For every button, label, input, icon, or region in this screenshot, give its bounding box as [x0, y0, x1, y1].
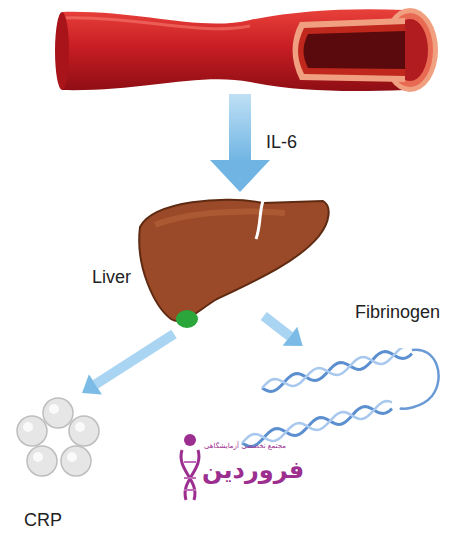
crp-node: CRP: [10, 395, 110, 535]
il6-arrow: [210, 94, 270, 192]
liver-shape: [135, 195, 330, 330]
node-label: CRP: [24, 510, 62, 531]
block-arrow: [82, 334, 174, 394]
lab-logo: [181, 434, 199, 500]
node-label: Fibrinogen: [355, 302, 440, 323]
watermark: مجتمع تخصصی آزمایشگاهی: [204, 442, 286, 450]
block-arrow: [264, 316, 303, 346]
watermark: فروردین: [202, 456, 304, 484]
signal-label: IL-6: [266, 132, 297, 153]
blood-vessel: [55, 8, 438, 92]
node-label: Liver: [92, 267, 131, 288]
liver-node: Liver: [135, 195, 330, 330]
